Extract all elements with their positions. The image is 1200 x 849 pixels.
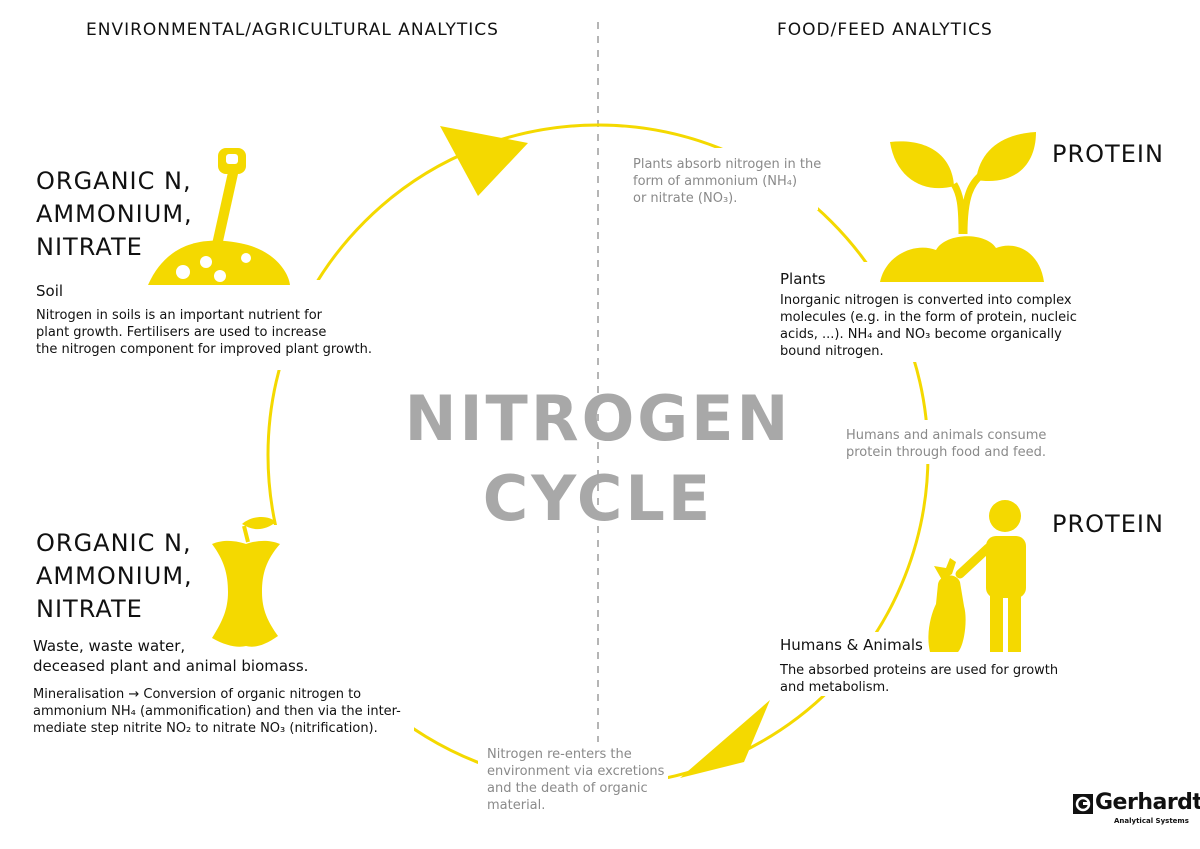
cycle-arrow-top <box>440 126 528 196</box>
soil-shovel-icon <box>148 148 290 285</box>
soil-heading: ORGANIC N, AMMONIUM, NITRATE <box>36 167 193 261</box>
soil-text: Nitrogen in soils is an important nutrie… <box>36 308 373 357</box>
humans-text: The absorbed proteins are used for growt… <box>780 663 1059 695</box>
waste-heading: ORGANIC N, AMMONIUM, NITRATE <box>36 529 193 623</box>
sprout-icon <box>880 132 1044 282</box>
gerhardt-logo: Gerhardt Analytical Systems <box>1072 790 1200 830</box>
plants-label: Plants <box>780 270 826 288</box>
humans-label: Humans & Animals <box>780 636 923 654</box>
header-left: ENVIRONMENTAL/AGRICULTURAL ANALYTICS <box>86 20 499 40</box>
waste-text: Mineralisation → Conversion of organic n… <box>33 687 401 736</box>
plants-text: Inorganic nitrogen is converted into com… <box>780 293 1077 359</box>
logo-name: Gerhardt <box>1095 790 1200 815</box>
soil-label: Soil <box>36 282 64 300</box>
transition-reenter: Nitrogen re-enters the environment via e… <box>487 747 665 813</box>
plants-heading: PROTEIN <box>1052 140 1164 168</box>
title-line2: CYCLE <box>482 462 714 535</box>
transition-consume: Humans and animals consume protein throu… <box>846 428 1047 460</box>
waste-label: Waste, waste water, deceased plant and a… <box>33 637 309 675</box>
person-dog-icon <box>928 500 1026 652</box>
apple-core-icon <box>212 517 280 647</box>
cycle-arrow-bottom <box>680 700 770 778</box>
logo-tagline: Analytical Systems <box>1114 817 1189 825</box>
header-right: FOOD/FEED ANALYTICS <box>777 20 993 40</box>
transition-absorb: Plants absorb nitrogen in the form of am… <box>633 157 822 206</box>
gerhardt-logo-icon <box>1073 794 1093 814</box>
title-line1: NITROGEN <box>404 382 792 455</box>
humans-heading: PROTEIN <box>1052 510 1164 538</box>
